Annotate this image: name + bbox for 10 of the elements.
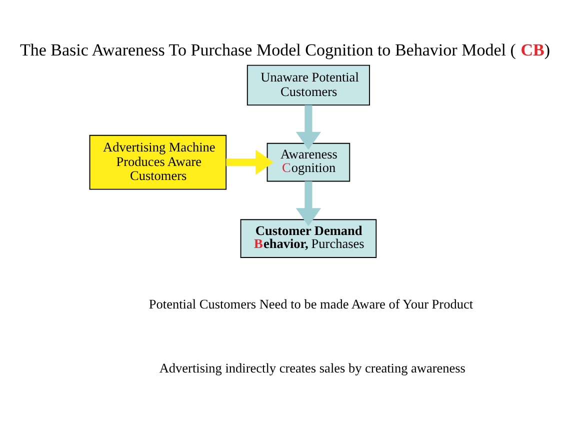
label: Advertising indirectly creates sales by creating awareness — [159, 360, 466, 376]
diagram-title: The Basic Awareness To Purchase Model Cognition to Behavior Model (CB) — [20, 40, 550, 59]
arrow — [296, 104, 322, 150]
arrow — [226, 149, 274, 174]
node-box: Unaware Potential Customers — [246, 64, 370, 106]
node-box: Advertising Machine Produces Aware Customers — [89, 134, 227, 190]
arrow — [296, 180, 322, 226]
node-box: Customer Demand Behavior, Purchases — [240, 218, 377, 258]
label: Potential Customers Need to be made Aware of Your Product — [148, 296, 474, 311]
node-box: Awareness Cognition — [266, 142, 350, 182]
